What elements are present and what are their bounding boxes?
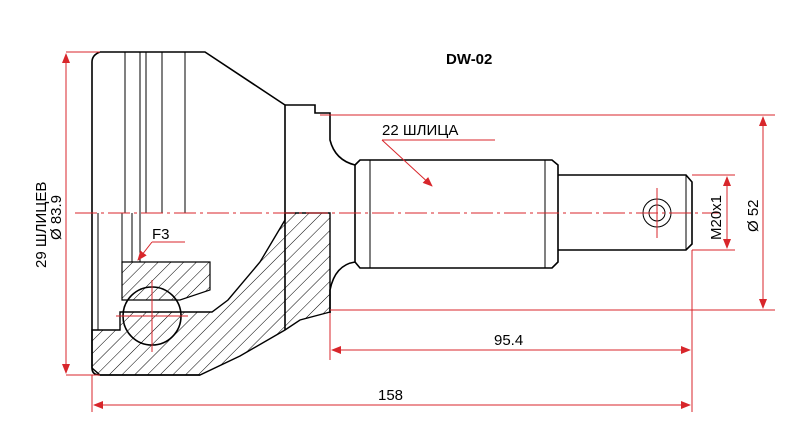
shaft-splines-label: 22 ШЛИЦА xyxy=(382,122,458,139)
threaded-end xyxy=(558,174,693,251)
outer-diameter-label: Ø 83.9 xyxy=(48,195,65,240)
spline-shaft xyxy=(354,159,559,269)
shaft-length-label: 95.4 xyxy=(494,332,523,349)
housing-splines-label: 29 ШЛИЦЕВ xyxy=(33,182,50,268)
inner-race-hatch xyxy=(121,261,211,301)
part-number: DW-02 xyxy=(446,51,492,68)
seal-diameter-label: Ø 52 xyxy=(745,199,762,232)
neck-outline xyxy=(285,104,356,313)
thread-label: M20x1 xyxy=(708,195,725,240)
f3-leader xyxy=(137,241,153,261)
feature-label: F3 xyxy=(152,226,170,243)
spline-leader xyxy=(381,139,433,187)
total-length-label: 158 xyxy=(378,387,403,404)
